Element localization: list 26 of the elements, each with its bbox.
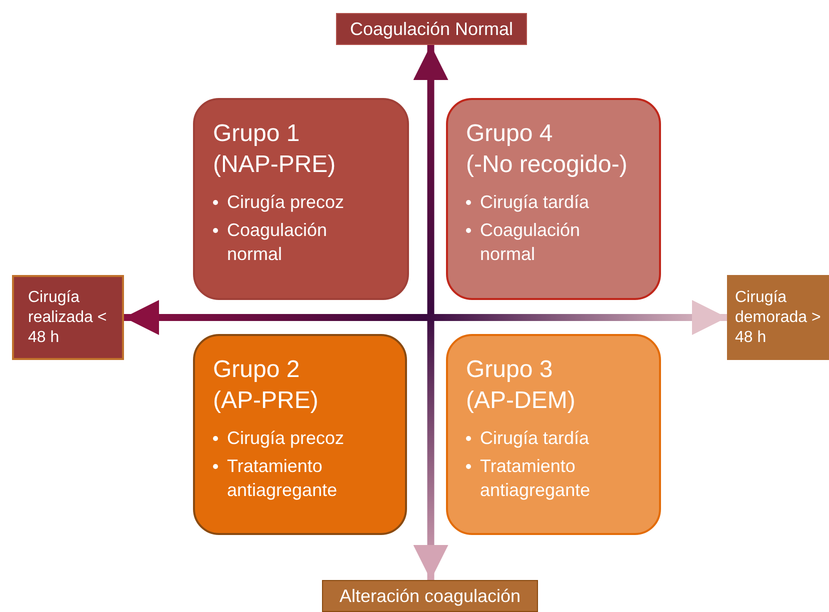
axis-label: Cirugía realizada < 48 h: [12, 275, 124, 360]
group-box: [193, 334, 407, 535]
axis-label: Alteración coagulación: [322, 580, 538, 612]
axis-arrow: [124, 300, 727, 335]
bullet-text: Coagulación normal: [480, 219, 582, 266]
group-box: [446, 334, 661, 535]
group-box: [446, 98, 661, 300]
group-heading: Grupo 1: [213, 119, 301, 149]
group-heading: Grupo 2: [213, 355, 301, 385]
axis-label: Coagulación Normal: [336, 13, 527, 45]
bullet-text: Coagulación normal: [227, 219, 328, 266]
bullet-text: Cirugía precoz: [227, 427, 344, 450]
bullet-text: Cirugía tardía: [480, 191, 590, 214]
group-heading: Grupo 4: [466, 119, 554, 149]
axis-label: Cirugía demorada > 48 h: [727, 275, 829, 360]
bullet-text: Cirugía tardía: [480, 427, 590, 450]
group-heading: (-No recogido-): [466, 150, 628, 180]
group-heading: (AP-DEM): [466, 386, 576, 416]
axis-arrow: [413, 45, 448, 580]
group-heading: Grupo 3: [466, 355, 554, 385]
bullet-text: Tratamiento antiagregante: [227, 455, 338, 502]
group-box: [193, 98, 409, 300]
group-heading: (NAP-PRE): [213, 150, 337, 180]
bullet-text: Cirugía precoz: [227, 191, 344, 214]
bullet-text: Tratamiento antiagregante: [480, 455, 592, 502]
group-heading: (AP-PRE): [213, 386, 320, 416]
